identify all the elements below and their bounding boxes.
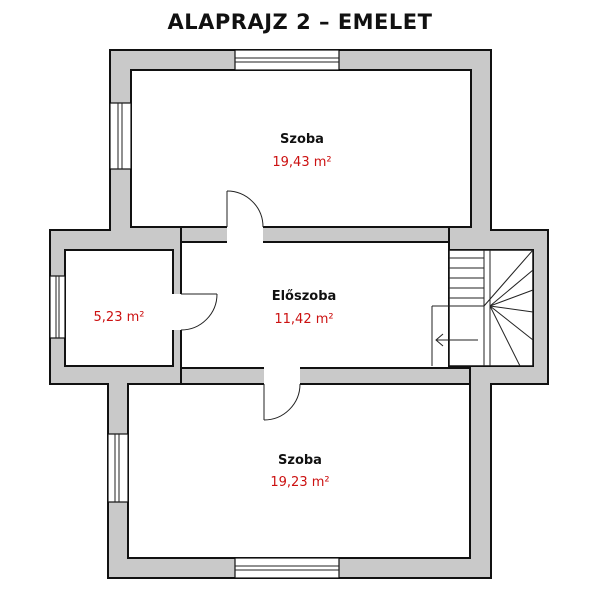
door-gap-bottom [264,367,300,385]
room-small [64,249,174,367]
room-label-lower-bedroom: Szoba [278,453,322,468]
room-label-upper-bedroom: Szoba [280,132,324,147]
window-left-upper [109,102,132,170]
door-left [180,293,218,331]
inner-wall-bottom [180,367,471,385]
room-area-upper-bedroom: 19,43 m² [272,155,331,170]
room-area-small: 5,23 m² [94,310,145,325]
room-label-hallway: Előszoba [272,289,337,304]
door-gap-left [172,294,182,330]
room-lower-bedroom [127,383,471,559]
window-left-small [49,275,66,339]
door-gap-top [227,226,263,243]
plan-title: ALAPRAJZ 2 – EMELET [168,10,433,34]
room-upper-bedroom [130,69,472,228]
staircase [431,249,534,367]
window-bottom [234,557,340,579]
door-top [226,190,264,228]
room-area-hallway: 11,42 m² [274,312,333,327]
inner-wall-top [180,226,450,243]
room-hallway [180,241,450,369]
window-left-lower [107,433,129,503]
door-bottom [263,383,301,421]
room-area-lower-bedroom: 19,23 m² [270,475,329,490]
window-top [234,49,340,71]
